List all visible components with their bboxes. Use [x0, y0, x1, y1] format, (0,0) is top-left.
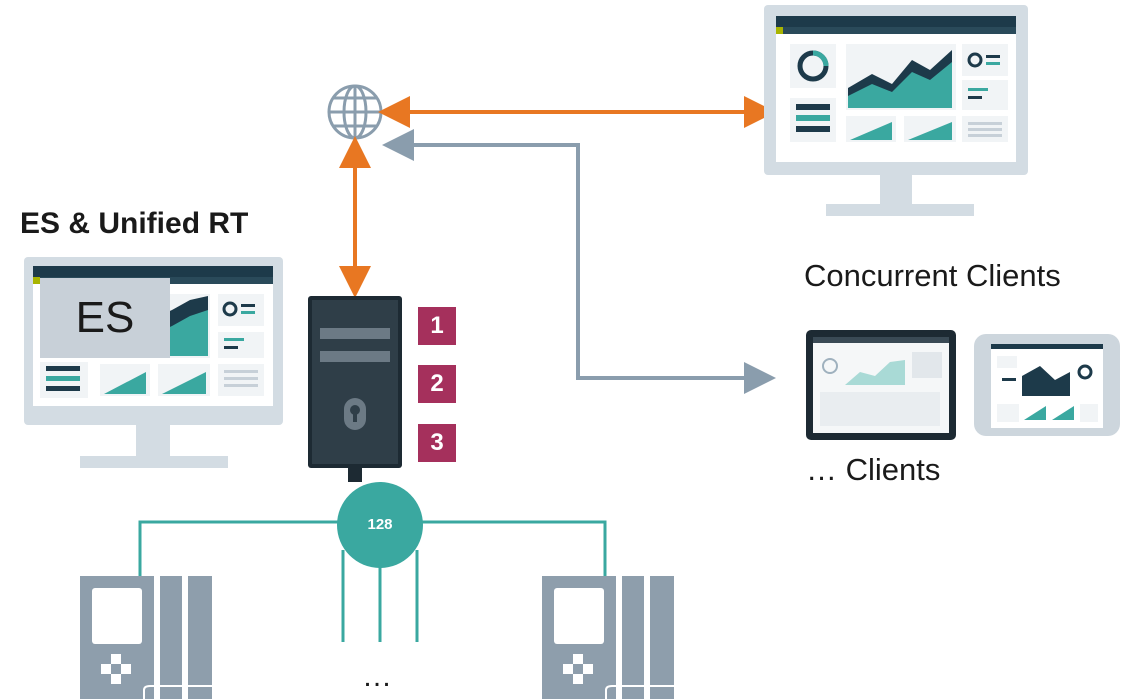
ellipsis-label: … [362, 660, 392, 693]
badge-1: 1 [418, 307, 456, 345]
badge-3: 3 [418, 424, 456, 462]
gray-link [382, 129, 776, 394]
monitor-icon-client [764, 5, 1028, 216]
hub-count-label: 128 [367, 516, 393, 533]
globe-icon [327, 84, 383, 140]
server-tower-icon [308, 296, 402, 482]
concurrent-clients-label: Concurrent Clients [804, 258, 1061, 293]
badge-2: 2 [418, 365, 456, 403]
tablet-icon [806, 330, 956, 440]
hub-128 [337, 482, 423, 568]
plc-icon-left [80, 576, 212, 699]
es-label: ES [40, 278, 170, 358]
es-unified-rt-title: ES & Unified RT [20, 207, 249, 240]
more-clients-label: … Clients [806, 452, 941, 487]
panel-icon [974, 334, 1120, 436]
plc-icon-right [542, 576, 674, 699]
